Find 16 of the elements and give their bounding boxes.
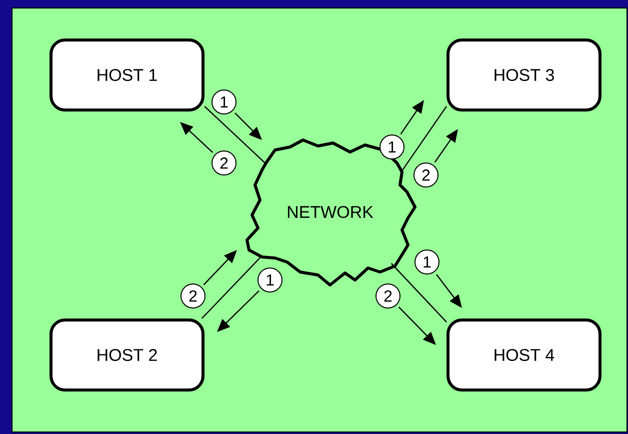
step-number: 2 [180, 284, 206, 308]
step-number: 2 [212, 150, 236, 176]
step-number: 1 [380, 134, 404, 160]
connector-line [402, 106, 447, 171]
step-number: 1 [414, 250, 440, 274]
host-box: HOST 4 [446, 318, 602, 392]
connector-line [204, 106, 266, 164]
connector-line [201, 256, 262, 319]
step-number: 2 [414, 162, 438, 188]
connector-line [390, 263, 447, 322]
step-number: 1 [258, 268, 282, 292]
step-number: 1 [212, 90, 236, 114]
host-box: HOST 3 [446, 38, 602, 112]
host-box: HOST 1 [50, 38, 204, 112]
step-number: 2 [376, 284, 400, 308]
host-box: HOST 2 [50, 318, 204, 392]
